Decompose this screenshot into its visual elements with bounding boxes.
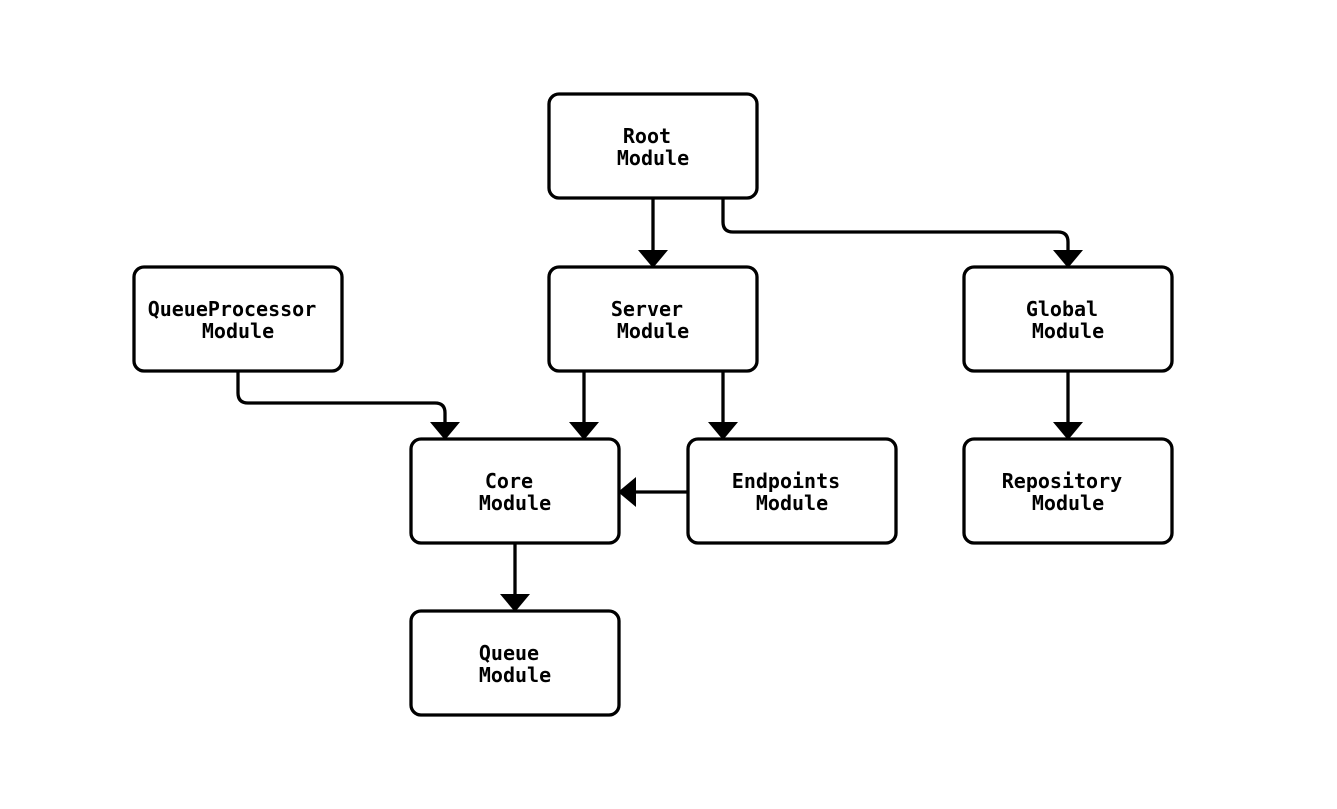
node-core-box — [409, 437, 621, 545]
node-queueprocessor: QueueProcessor Module — [132, 265, 344, 373]
node-queue-label: Queue Module — [479, 641, 551, 687]
node-root: Root Module — [547, 92, 759, 200]
node-endpoints-box — [686, 437, 898, 545]
node-server-label: Server Module — [611, 297, 695, 343]
node-core: Core Module — [409, 437, 621, 545]
node-layer: Root Module QueueProcessor Module Server… — [132, 92, 1174, 717]
node-queueprocessor-label: QueueProcessor Module — [148, 297, 329, 343]
node-endpoints: Endpoints Module — [686, 437, 898, 545]
edge-root-to-global — [721, 198, 1083, 268]
node-endpoints-label: Endpoints Module — [732, 469, 852, 515]
node-repository-box — [962, 437, 1174, 545]
node-server: Server Module — [547, 265, 759, 373]
node-root-box — [547, 92, 759, 200]
node-repository: Repository Module — [962, 437, 1174, 545]
node-queue: Queue Module — [409, 609, 621, 717]
edge-layer — [236, 198, 1083, 612]
node-server-box — [547, 265, 759, 373]
node-root-label: Root Module — [617, 124, 689, 170]
node-global-label: Global Module — [1026, 297, 1110, 343]
node-global-box — [962, 265, 1174, 373]
node-queue-box — [409, 609, 621, 717]
edge-queueprocessor-to-core — [236, 372, 460, 440]
node-queueprocessor-box — [132, 265, 344, 373]
node-global: Global Module — [962, 265, 1174, 373]
node-core-label: Core Module — [479, 469, 551, 515]
node-repository-label: Repository Module — [1002, 469, 1134, 515]
